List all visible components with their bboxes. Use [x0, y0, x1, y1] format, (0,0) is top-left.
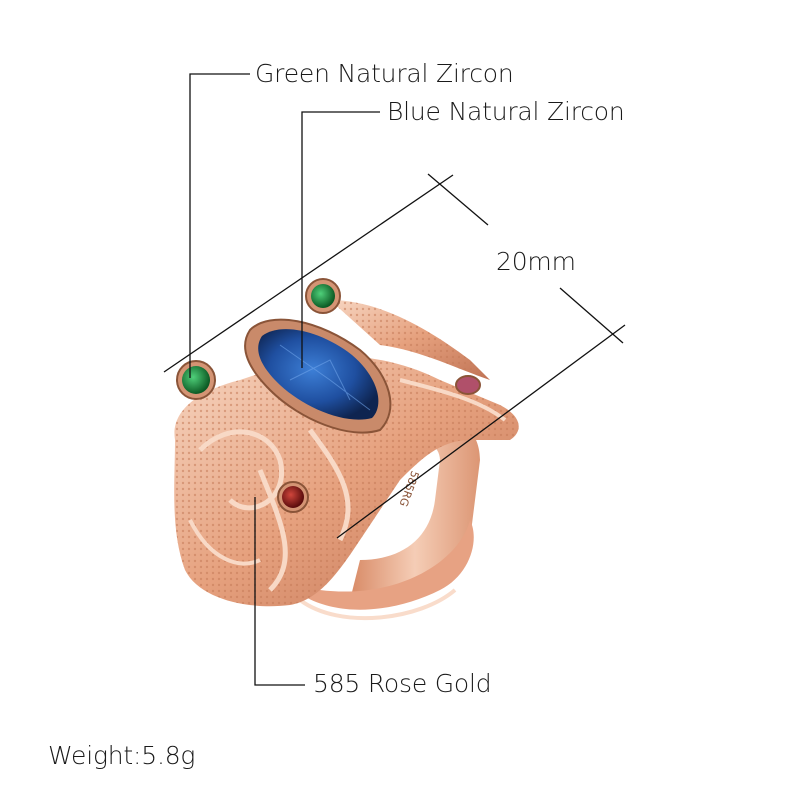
blue-zircon-stone [244, 318, 392, 434]
ring-band [270, 410, 480, 621]
green-zircon-label: Green Natural Zircon [255, 59, 514, 88]
dimension-tick-bottom [559, 287, 624, 344]
dimension-tick-top [427, 173, 489, 226]
annotation-lines [163, 73, 626, 686]
dimension-label: 20mm [496, 247, 576, 276]
blue-leader-line [301, 111, 380, 368]
green-leader-line [189, 73, 250, 378]
metal-label: 585 Rose Gold [313, 669, 492, 698]
weight-label: Weight:5.8g [48, 741, 196, 770]
pink-stone [455, 375, 481, 395]
green-zircon-stone-left [176, 360, 216, 400]
red-stone [277, 481, 309, 513]
green-zircon-stone-top [305, 278, 341, 314]
dimension-line-bottom [336, 324, 626, 539]
ring-filigree [174, 300, 519, 607]
blue-zircon-label: Blue Natural Zircon [387, 97, 625, 126]
metal-leader-line [254, 497, 305, 686]
dimension-line-top [163, 174, 454, 373]
